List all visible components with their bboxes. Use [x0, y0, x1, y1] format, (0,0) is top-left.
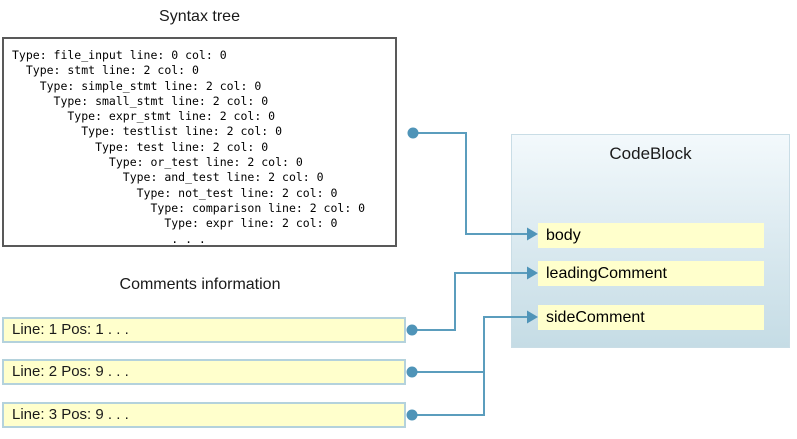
connector-dot-comment2 [406, 366, 418, 378]
tree-line: Type: expr line: 2 col: 0 [12, 216, 338, 231]
comments-information-title: Comments information [119, 276, 281, 293]
syntax-tree-title: Syntax tree [159, 8, 240, 25]
tree-line: Type: small_stmt line: 2 col: 0 [12, 93, 269, 108]
connector-dot-comment1 [406, 324, 418, 336]
tree-line: Type: or_test line: 2 col: 0 [12, 155, 303, 170]
comment-box-line-1: Line: 1 Pos: 1 . . . [2, 317, 406, 343]
tree-line: Type: test line: 2 col: 0 [12, 139, 269, 154]
tree-line: Type: comparison line: 2 col: 0 [12, 200, 366, 215]
comment-box-line-3: Line: 3 Pos: 9 . . . [2, 402, 406, 428]
syntax-tree-text: Type: file_input line: 0 col: 0 Type: st… [4, 39, 395, 247]
tree-line: Type: expr_stmt line: 2 col: 0 [12, 109, 276, 124]
comment-box-line-2: Line: 2 Pos: 9 . . . [2, 359, 406, 385]
tree-line: Type: testlist line: 2 col: 0 [12, 124, 283, 139]
tree-line: Type: file_input line: 0 col: 0 [12, 48, 227, 62]
codeblock-field-leadingcomment: leadingComment [538, 261, 764, 286]
tree-line: Type: not_test line: 2 col: 0 [12, 185, 338, 200]
connector-dot-tree [407, 127, 419, 139]
tree-line: Type: stmt line: 2 col: 0 [12, 63, 199, 78]
connector-dot-comment3 [406, 409, 418, 421]
codeblock-title: CodeBlock [609, 144, 692, 163]
tree-line: . . . [12, 231, 206, 246]
tree-line: Type: and_test line: 2 col: 0 [12, 170, 324, 185]
codeblock-field-body: body [538, 223, 764, 248]
syntax-tree-box: Type: file_input line: 0 col: 0 Type: st… [2, 37, 397, 247]
codeblock-field-sidecomment: sideComment [538, 305, 764, 330]
codeblock-box: CodeBlock body leadingComment sideCommen… [511, 134, 790, 348]
tree-line: Type: simple_stmt line: 2 col: 0 [12, 78, 262, 93]
